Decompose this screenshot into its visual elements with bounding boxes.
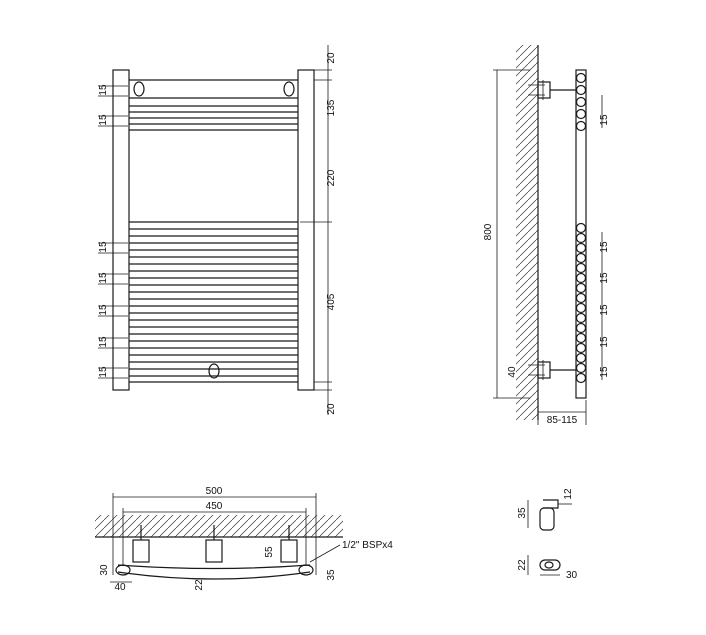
dim-lower-section: 405	[326, 293, 337, 310]
dim-gap-section: 220	[326, 169, 337, 186]
pitch-label: 15	[599, 336, 610, 348]
lower-bar-group	[129, 221, 298, 377]
bar-section	[575, 252, 587, 264]
bottom-view: 500 450 55 1/2" BSPx4 30 40 22	[95, 486, 393, 593]
bar-section	[575, 242, 587, 254]
dim-overall-width: 500	[206, 486, 223, 497]
bowed-bar-front	[117, 564, 311, 570]
dim-wall-distance: 85-115	[547, 415, 578, 426]
valve-right	[280, 525, 298, 563]
spacing-label: 15	[98, 114, 109, 126]
right-rail	[297, 69, 315, 391]
dim-height: 800	[483, 223, 494, 240]
bar-section	[575, 322, 587, 334]
dim-valve-height: 55	[264, 546, 275, 558]
bar-section	[575, 332, 587, 344]
upper-bar-group	[129, 105, 298, 131]
bar-section	[575, 232, 587, 244]
side-view: 800 40 15 15 15 15 15 15	[483, 45, 610, 426]
spacing-label: 15	[98, 272, 109, 284]
dim-left-offset: 30	[99, 564, 110, 576]
bar-section	[575, 352, 587, 364]
bar-section	[575, 312, 587, 324]
spacing-label: 15	[98, 241, 109, 253]
wall-hatch	[516, 45, 538, 420]
pitch-label: 15	[599, 114, 610, 126]
dim-bottom-margin: 20	[326, 403, 337, 415]
dim-bow: 22	[194, 579, 205, 591]
drain-hole	[208, 363, 220, 379]
bar-section	[575, 222, 587, 234]
bar-section	[575, 302, 587, 314]
bar-section	[575, 96, 587, 108]
wall-bracket-bottom	[528, 360, 576, 380]
left-end-cap	[115, 564, 131, 576]
pitch-label: 15	[599, 241, 610, 253]
bar-section	[575, 272, 587, 284]
bar-section	[575, 372, 587, 384]
dim-inlet-height: 40	[507, 366, 518, 378]
spacing-label: 15	[98, 366, 109, 378]
pipe-spec-label: 1/2" BSPx4	[342, 540, 393, 551]
dim-centre-width: 450	[206, 501, 223, 512]
bar-cross-sections	[575, 72, 587, 384]
valve-left	[132, 525, 150, 563]
bar-section	[575, 120, 587, 132]
dim-bracket-bottom-w: 30	[566, 570, 578, 581]
valve-middle	[205, 525, 223, 563]
bar-section	[575, 292, 587, 304]
bar-section	[575, 108, 587, 120]
bowed-bar-back	[117, 571, 311, 580]
dim-top-margin: 20	[326, 52, 337, 64]
bar-section	[575, 282, 587, 294]
dim-right-offset: 35	[326, 569, 337, 581]
wall-hatch	[95, 515, 343, 537]
bar-section	[575, 262, 587, 274]
spacing-label: 15	[98, 336, 109, 348]
front-view: 20 135 220 405 20 15 15 15 15 15 15 15	[98, 45, 337, 415]
pitch-label: 15	[599, 272, 610, 284]
mounting-hole	[283, 81, 295, 97]
dim-bracket-bottom-h: 22	[517, 559, 528, 571]
dim-bracket-top-w: 12	[563, 488, 574, 500]
spacing-label: 15	[98, 304, 109, 316]
spacing-label: 15	[98, 84, 109, 96]
pitch-label: 15	[599, 366, 610, 378]
left-rail	[112, 69, 130, 391]
left-spacing-dims: 15 15 15 15 15 15 15	[98, 84, 109, 378]
right-end-cap	[298, 564, 314, 576]
bar-section	[575, 342, 587, 354]
bar-section	[575, 362, 587, 374]
bracket-detail: 12 35 22 30	[517, 488, 578, 581]
bar-section	[575, 84, 587, 96]
mounting-hole	[133, 81, 145, 97]
left-spacing-ticks	[98, 85, 128, 379]
dim-upper-section: 135	[326, 99, 337, 116]
bar-section	[575, 72, 587, 84]
side-rail	[575, 69, 587, 399]
dim-left-width: 40	[114, 582, 126, 593]
pitch-label: 15	[599, 304, 610, 316]
wall-bracket-top	[528, 80, 576, 100]
dim-bracket-top-h: 35	[517, 507, 528, 519]
